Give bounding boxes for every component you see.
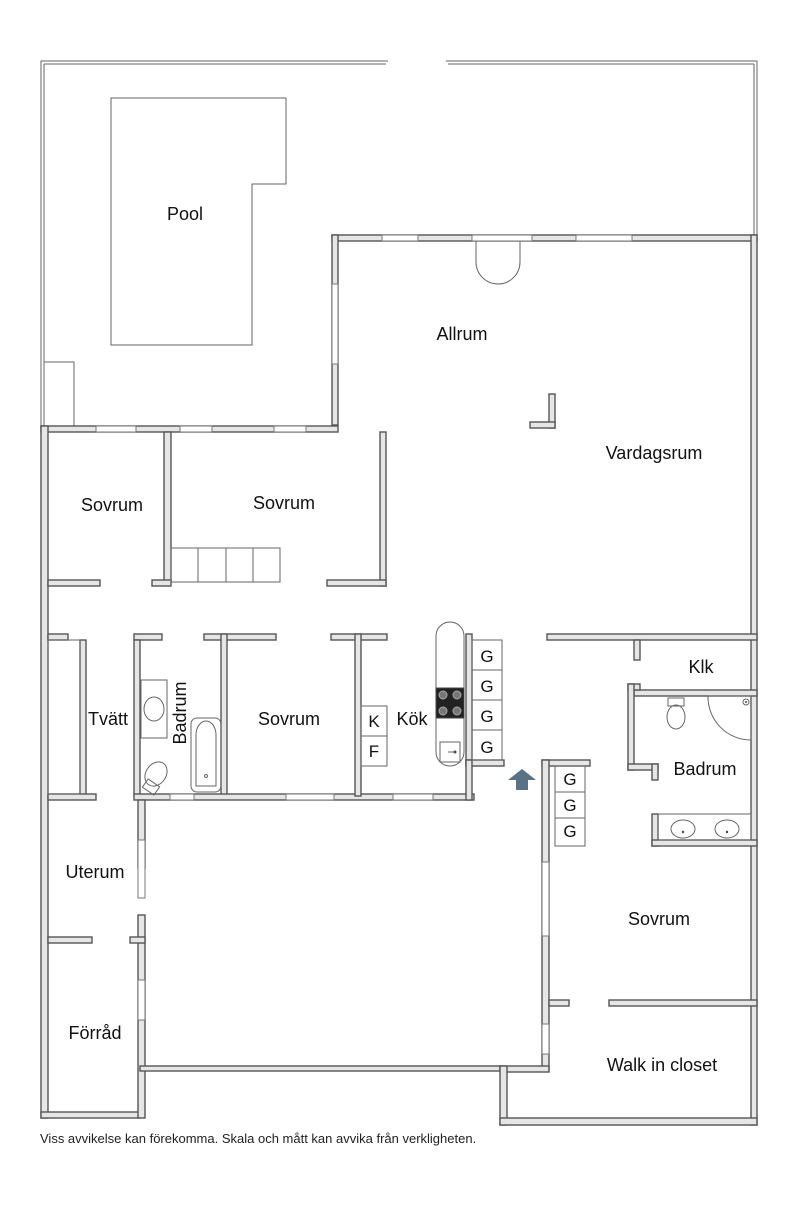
- room-label-pool: Pool: [167, 204, 203, 224]
- kitchen-fixtures: [360, 621, 465, 767]
- room-labels: Pool Allrum Vardagsrum Sovrum Sovrum Tvä…: [65, 204, 736, 1075]
- room-label-badrum-2: Badrum: [673, 759, 736, 779]
- allrum-bay: [475, 241, 521, 285]
- sink-icon: [714, 819, 740, 839]
- floor-plan: Pool Allrum Vardagsrum Sovrum Sovrum Tvä…: [40, 60, 758, 1126]
- bathtub-icon: [190, 717, 222, 793]
- laundry-counter: [47, 639, 81, 795]
- wardrobe-label: G: [563, 822, 576, 841]
- room-label-forrad: Förråd: [68, 1023, 121, 1043]
- room-label-sovrum-4: Sovrum: [628, 909, 690, 929]
- disclaimer-text: Viss avvikelse kan förekomma. Skala och …: [40, 1131, 477, 1146]
- stairs: [170, 547, 281, 583]
- room-label-kok: Kök: [396, 709, 428, 729]
- pool: [110, 97, 287, 346]
- wardrobe-label: G: [480, 738, 493, 757]
- toilet-icon: [141, 761, 168, 796]
- appliance-labels: G G G G G G G K F: [368, 647, 576, 841]
- room-label-walk-in-closet: Walk in closet: [607, 1055, 717, 1075]
- entrance-arrow-icon: [508, 769, 536, 790]
- plot-outline: [40, 60, 758, 434]
- sink-icon: [143, 696, 165, 722]
- badrum-2-fixtures: [657, 695, 752, 841]
- shower-icon: [707, 695, 752, 741]
- windows: [95, 234, 633, 1055]
- wardrobes-bedroom: [554, 765, 586, 847]
- toilet-icon: [666, 697, 686, 730]
- allrum-partition: [529, 393, 556, 429]
- wardrobe-label: G: [563, 770, 576, 789]
- room-label-badrum-1: Badrum: [170, 681, 190, 744]
- room-label-uterum: Uterum: [65, 862, 124, 882]
- wardrobe-label: G: [480, 677, 493, 696]
- wardrobe-label: G: [480, 707, 493, 726]
- wardrobe-label: G: [480, 647, 493, 666]
- room-label-klk: Klk: [688, 657, 714, 677]
- freezer-label: F: [369, 742, 379, 761]
- sink-icon: [670, 819, 696, 839]
- room-label-allrum: Allrum: [436, 324, 487, 344]
- badrum-1-fixtures: [140, 679, 222, 796]
- kitchen-sink-icon: [439, 741, 461, 763]
- room-label-vardagsrum: Vardagsrum: [606, 443, 703, 463]
- fridge-label: K: [368, 712, 380, 731]
- room-label-tvatt: Tvätt: [88, 709, 128, 729]
- room-label-sovrum-2: Sovrum: [253, 493, 315, 513]
- room-label-sovrum-1: Sovrum: [81, 495, 143, 515]
- wardrobes-kitchen: [471, 639, 503, 761]
- room-label-sovrum-3: Sovrum: [258, 709, 320, 729]
- wardrobe-label: G: [563, 796, 576, 815]
